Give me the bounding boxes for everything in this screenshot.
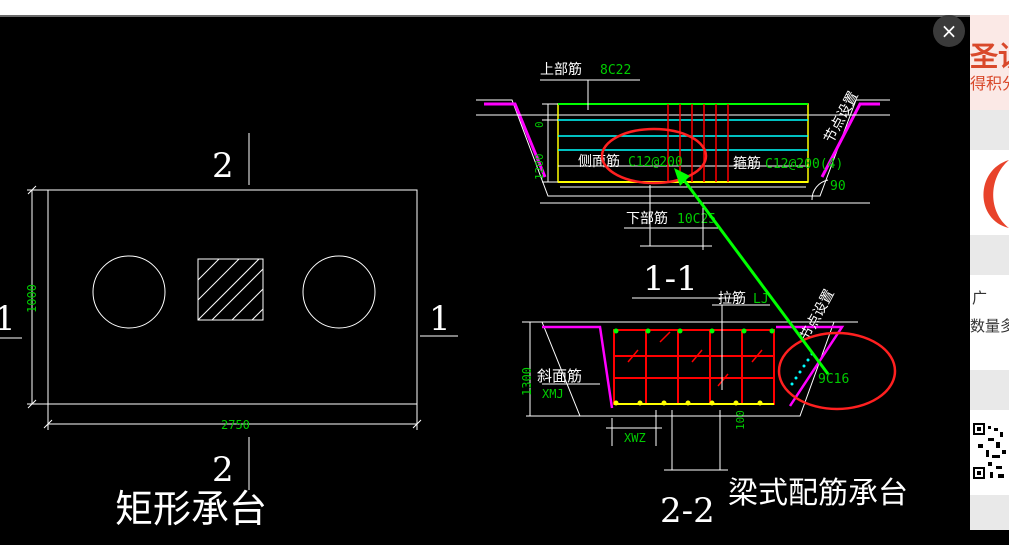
viewer-top-bar xyxy=(0,0,970,17)
column-hatch xyxy=(197,258,264,321)
pile-right xyxy=(302,255,376,329)
s22-dim-100: 100 xyxy=(734,410,747,430)
edge-ad-subtext: 数量多 xyxy=(970,317,1009,335)
section-label-left: 1 xyxy=(0,299,16,339)
dim-height-text: 1000 xyxy=(25,284,39,313)
s11-highlight-ellipse xyxy=(600,127,708,185)
s22-tie-value: LJ xyxy=(753,292,769,307)
s11-bottom-bar-label: 下部筋 xyxy=(626,210,668,227)
drawing-caption: 梁式配筋承台 xyxy=(728,476,908,511)
s11-stirrup-value: C12@200(4) xyxy=(765,157,843,172)
s22-bar-dots xyxy=(613,328,775,334)
s22-dim-height: 1300 xyxy=(520,367,534,396)
s22-highlight-ellipse xyxy=(777,331,897,411)
s11-stirrups xyxy=(667,104,729,182)
s22-magenta-right xyxy=(776,325,845,407)
plan-view: 2 2 1 1 1000 2750 矩形承台 xyxy=(0,133,458,531)
edge-banner-subtext: 得积分 xyxy=(970,74,1009,93)
s22-title: 2-2 xyxy=(660,491,715,531)
s22-xwz-label: XWZ xyxy=(624,431,646,445)
s22-magenta-left xyxy=(542,325,614,409)
s22-node-value: 9C16 xyxy=(818,372,849,387)
s11-outline xyxy=(476,99,890,197)
section-2-2: 1300 拉筋 LJ 斜面筋 XMJ XWZ 100 节点设置 9C16 2-2 xyxy=(520,287,897,531)
s11-magenta-slope-right xyxy=(820,102,880,178)
s11-title: 1-1 xyxy=(643,259,698,299)
section-label-top: 2 xyxy=(212,146,234,186)
s22-slope-label: 斜面筋 xyxy=(537,367,582,385)
close-button[interactable]: × xyxy=(933,15,965,47)
cad-drawing: 2 2 1 1 1000 2750 矩形承台 xyxy=(0,61,908,531)
s11-angle: 90 xyxy=(830,179,846,194)
edge-qr-area xyxy=(970,410,1009,495)
s22-ties xyxy=(627,331,763,387)
edge-logo-area xyxy=(970,150,1009,235)
logo-swirl-icon xyxy=(983,160,1009,228)
s22-rebar-cage xyxy=(613,329,775,405)
section-label-bottom: 2 xyxy=(212,450,234,490)
s11-bottom-bar-value: 10C25 xyxy=(677,212,716,227)
edge-top-strip xyxy=(970,0,1009,15)
s22-cage-horizontals xyxy=(614,355,774,379)
s22-cage-verticals xyxy=(645,330,743,404)
s11-top-bar-label: 上部筋 xyxy=(540,61,582,78)
s11-dim-height: 1200 xyxy=(533,154,546,181)
plan-title: 矩形承台 xyxy=(115,487,267,531)
s22-bottom-dots xyxy=(613,400,763,406)
s22-tie-label: 拉筋 xyxy=(718,290,746,307)
s11-stirrup-label: 箍筋 xyxy=(733,155,761,172)
image-viewer: 圣认 得积分 广 数量多 xyxy=(0,0,1009,531)
qr-code-icon xyxy=(973,422,1007,482)
edge-ad-text: 广 xyxy=(972,289,988,307)
s11-top-bar-value: 8C22 xyxy=(600,63,631,78)
s11-side-bar-label: 侧面筋 xyxy=(578,153,620,170)
edge-banner-text: 圣认 xyxy=(970,40,1009,73)
link-arrow xyxy=(674,168,830,375)
section-label-right: 1 xyxy=(429,299,451,339)
s22-node-dots xyxy=(790,352,814,386)
s11-magenta-slope-left xyxy=(484,102,547,178)
background-page-edge: 圣认 得积分 广 数量多 xyxy=(970,0,1009,530)
s11-side-bar-value: C12@200 xyxy=(628,155,683,170)
s22-slope-value: XMJ xyxy=(542,387,564,401)
edge-ad-block: 广 数量多 xyxy=(970,275,1009,370)
pile-left xyxy=(92,255,166,329)
edge-banner: 圣认 得积分 xyxy=(970,15,1009,110)
plan-outline xyxy=(47,189,418,405)
dim-width-text: 2750 xyxy=(221,418,250,432)
s11-dim-0: 0 xyxy=(533,121,546,128)
